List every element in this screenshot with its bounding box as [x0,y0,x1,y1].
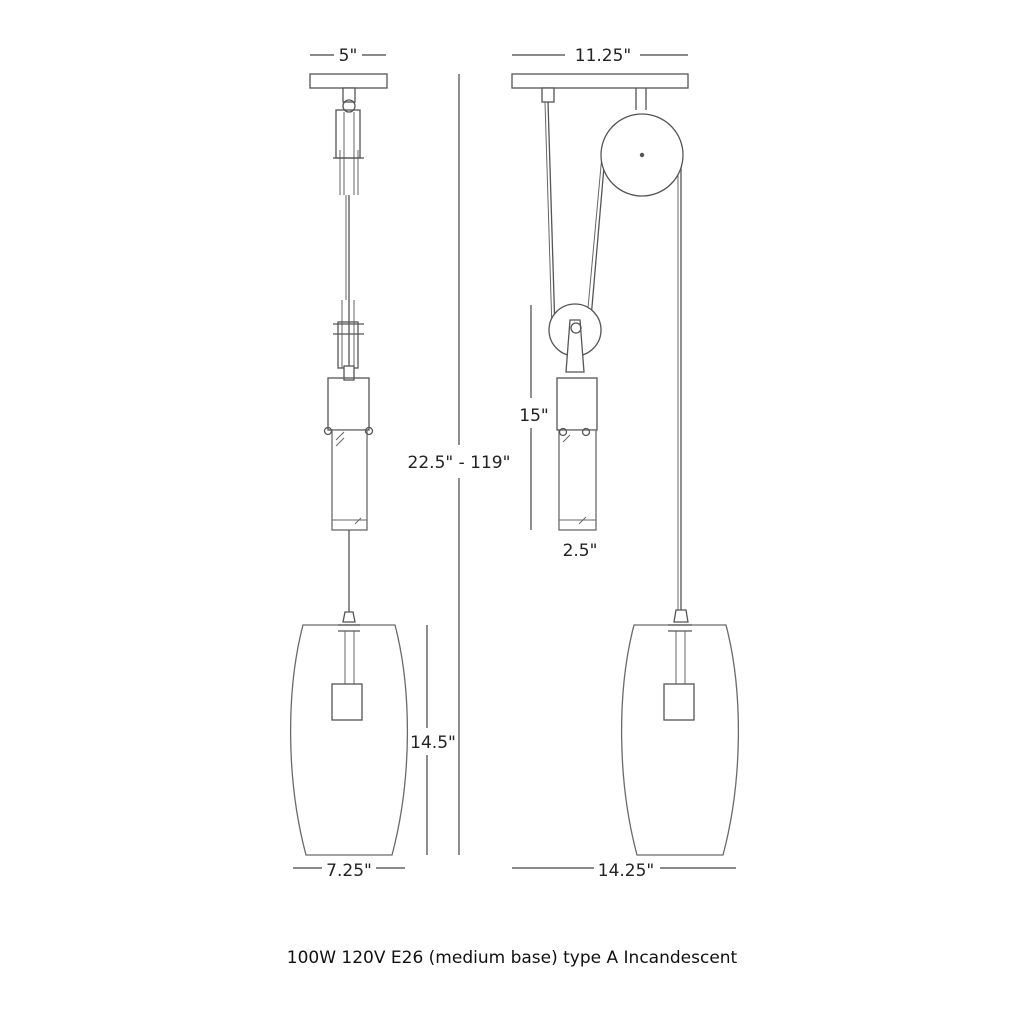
bulb-spec: 100W 120V E26 (medium base) type A Incan… [287,948,738,968]
shade-width-label-right: 14.25" [598,861,655,881]
canopy-width-label-left: 5" [339,46,358,66]
canopy-fitting-left [342,87,356,103]
glass-shade-left [289,611,409,856]
counterweight-side [323,365,374,531]
side-view: 5" [289,46,456,881]
overall-height-label: 22.5" - 119" [408,453,511,473]
bulb-socket-left [331,683,363,721]
canopy-right [511,73,689,89]
shade-width-dimension-left: 7.25" [293,861,405,881]
lower-cable-gripper [333,300,364,369]
canopy-width-dimension-right: 11.25" [512,46,688,66]
front-view: 11.25" [511,46,740,881]
counterweight-height-label: 15" [519,406,548,426]
bulb-socket-right [663,683,695,721]
canopy-left [309,73,388,89]
overall-height-dimension: 22.5" - 119" [408,74,511,855]
shade-height-dimension: 14.5" [410,625,456,855]
canopy-width-dimension-left: 5" [310,46,386,66]
canopy-width-label-right: 11.25" [575,46,632,66]
counterweight-height-dimension: 15" [519,305,549,530]
shade-height-label: 14.5" [410,733,456,753]
glass-shade-right [620,609,740,856]
upper-cable-gripper [333,109,364,195]
shade-width-dimension-right: 14.25" [512,861,736,881]
shade-width-label-left: 7.25" [326,861,372,881]
counterweight-front [556,377,598,531]
counterweight-width-label: 2.5" [563,541,598,561]
